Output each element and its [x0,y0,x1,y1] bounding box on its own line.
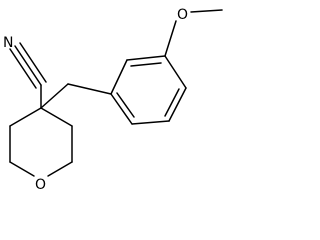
aryl-to-methoxy-oxygen-bond [164,20,177,57]
quaternary-to-methylene-bond [40,83,69,109]
nitrogen-label: N [3,35,13,51]
nitrile-triple-bond [9,42,47,89]
chemical-structure-diagram: N O O [3,7,223,193]
methylene-to-aryl-bond [67,83,112,95]
methoxy-methyl-bond [190,9,223,13]
methoxy-oxygen-label: O [177,7,188,23]
ring-oxygen-label: O [35,177,46,193]
benzene-ring [110,55,187,125]
tetrahydropyran-ring [9,107,73,177]
